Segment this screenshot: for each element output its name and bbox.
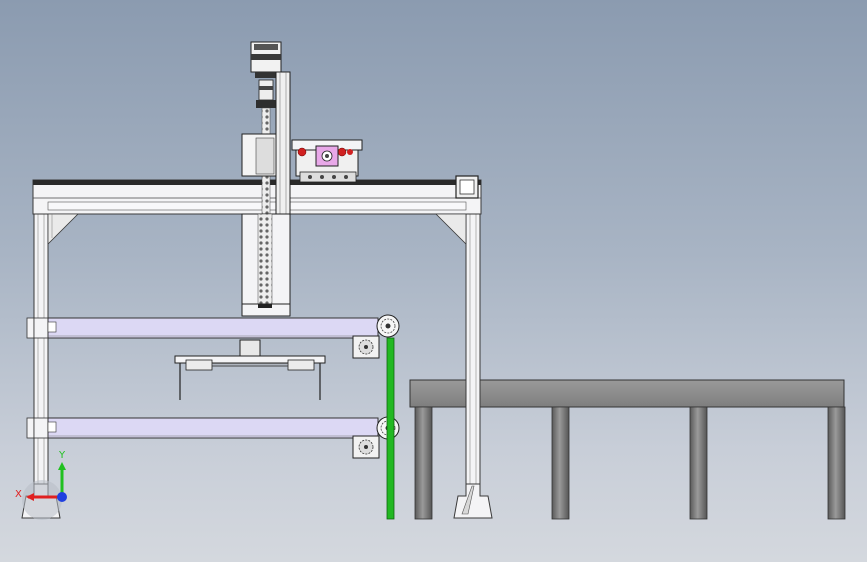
vertical-belt	[386, 337, 395, 520]
coordinate-triad: X Y	[15, 450, 67, 520]
table-top	[409, 379, 845, 408]
work-table	[409, 379, 846, 520]
z-axis-module	[241, 41, 291, 317]
table-leg	[827, 406, 846, 520]
lower-rail	[26, 416, 400, 459]
y-axis-label: Y	[58, 450, 66, 461]
right-column	[465, 213, 481, 515]
right-gusset	[435, 213, 467, 245]
upper-rail	[26, 314, 400, 359]
table-leg	[414, 406, 433, 520]
x-axis-label: X	[15, 489, 22, 500]
left-column	[33, 213, 49, 515]
table-leg	[689, 406, 708, 520]
x-carriage	[291, 139, 363, 183]
table-leg	[551, 406, 570, 520]
left-gusset	[47, 213, 79, 245]
gripper-assembly	[174, 339, 326, 400]
